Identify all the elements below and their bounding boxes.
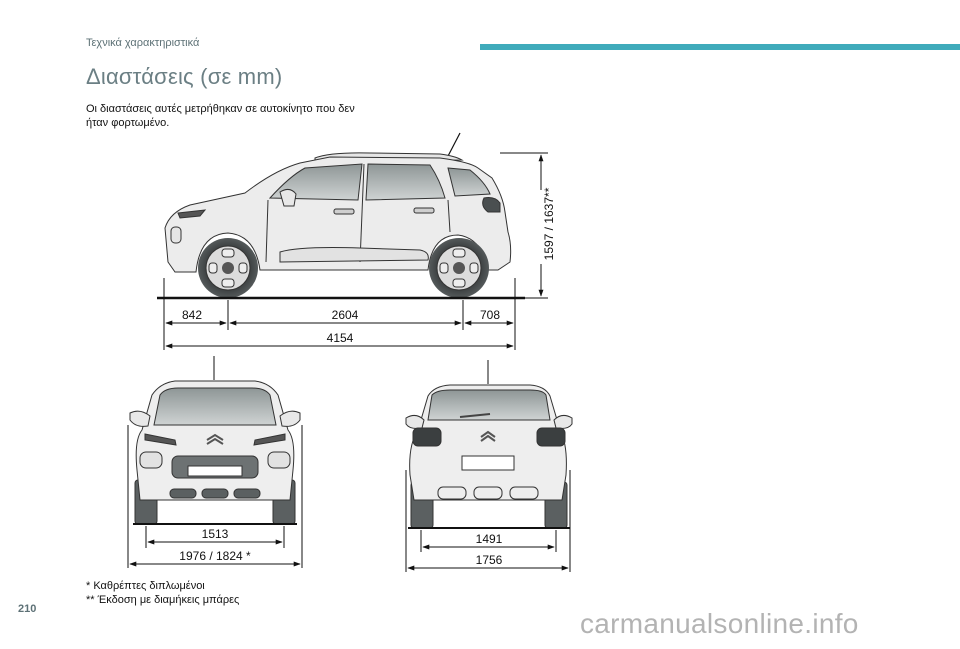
front-overhang-value: 842 [182,308,202,322]
height-value: 1597 / 1637** [542,187,556,260]
overall-width-value: 1976 / 1824 * [179,549,251,563]
page-title: Διαστάσεις (σε mm) [86,64,283,89]
side-extension-lines [163,152,548,350]
footnote-roof-bars: ** Έκδοση με διαμήκεις μπάρες [86,594,240,606]
page-number: 210 [18,603,37,615]
rear-view-car-icon [405,360,573,529]
section-label: Τεχνικά χαρακτηριστικά [86,37,200,49]
watermark[interactable]: carmanualsonline.info [580,608,859,639]
side-view-rear-wheel-icon [429,238,489,298]
overall-length-value: 4154 [327,331,354,345]
rear-overhang-value: 708 [480,308,500,322]
rear-width-value: 1756 [476,553,503,567]
front-track-value: 1513 [202,527,229,541]
front-extension-lines [127,425,303,568]
intro-text: Οι διαστάσεις αυτές μετρήθηκαν σε αυτοκί… [86,103,355,129]
rear-track-value: 1491 [476,532,503,546]
side-view-car-icon [164,132,512,273]
wheelbase-value: 2604 [332,308,359,322]
side-view-front-wheel-icon [198,238,258,298]
rear-extension-lines [405,470,571,572]
footnotes: * Καθρέπτες διπλωμένοι ** Έκδοση με διαμ… [86,579,239,607]
front-view-car-icon [129,356,301,525]
footnote-mirrors-folded: * Καθρέπτες διπλωμένοι [86,580,205,592]
header-accent-bar [480,44,960,50]
